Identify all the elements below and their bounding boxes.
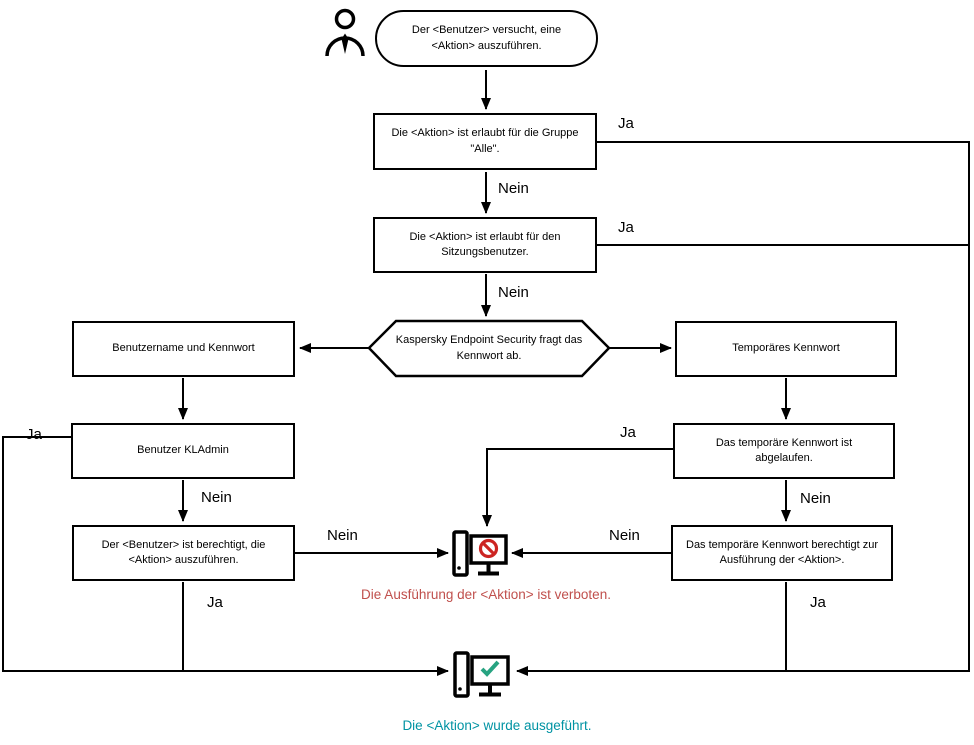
forbidden-computer-icon xyxy=(452,530,508,577)
edge-label-no-kladmin: Nein xyxy=(201,489,232,506)
edge-label-yes-group-all: Ja xyxy=(618,115,634,132)
node-temp-password-expired: Das temporäre Kennwort ist abgelaufen. xyxy=(673,423,895,479)
node-temporary-password: Temporäres Kennwort xyxy=(675,321,897,377)
edge-label-no-temp-expired: Nein xyxy=(800,490,831,507)
node-action-allowed-session-user: Die <Aktion> ist erlaubt für den Sitzung… xyxy=(373,217,597,273)
caption-action-executed: Die <Aktion> wurde ausgeführt. xyxy=(402,718,592,733)
success-computer-icon xyxy=(453,651,510,698)
node-user-authorized: Der <Benutzer> ist berechtigt, die <Akti… xyxy=(72,525,295,581)
caption-action-forbidden: Die Ausführung der <Aktion> ist verboten… xyxy=(361,587,611,602)
node-password-prompt: Kaspersky Endpoint Security fragt das Ke… xyxy=(395,334,583,362)
node-action-allowed-group-all: Die <Aktion> ist erlaubt für die Gruppe … xyxy=(373,113,597,170)
edge-label-yes-user-authorized: Ja xyxy=(207,594,223,611)
user-icon xyxy=(325,8,365,57)
edge-label-no-session-user: Nein xyxy=(498,284,529,301)
edge-label-yes-session-user: Ja xyxy=(618,219,634,236)
password-prompt-hexagon xyxy=(367,319,611,378)
node-username-password: Benutzername und Kennwort xyxy=(72,321,295,377)
node-start: Der <Benutzer> versucht, eine <Aktion> a… xyxy=(375,10,598,67)
edge-label-yes-temp-expired: Ja xyxy=(620,424,636,441)
edge-label-no-group-all: Nein xyxy=(498,180,529,197)
edge-label-no-user-authorized: Nein xyxy=(327,527,358,544)
edge-label-yes-kladmin: Ja xyxy=(26,426,42,443)
node-kladmin-user: Benutzer KLAdmin xyxy=(71,423,295,479)
edge-label-yes-temp-authorizes: Ja xyxy=(810,594,826,611)
edge-label-no-temp-authorizes: Nein xyxy=(609,527,640,544)
node-temp-password-authorizes: Das temporäre Kennwort berechtigt zur Au… xyxy=(671,525,893,581)
